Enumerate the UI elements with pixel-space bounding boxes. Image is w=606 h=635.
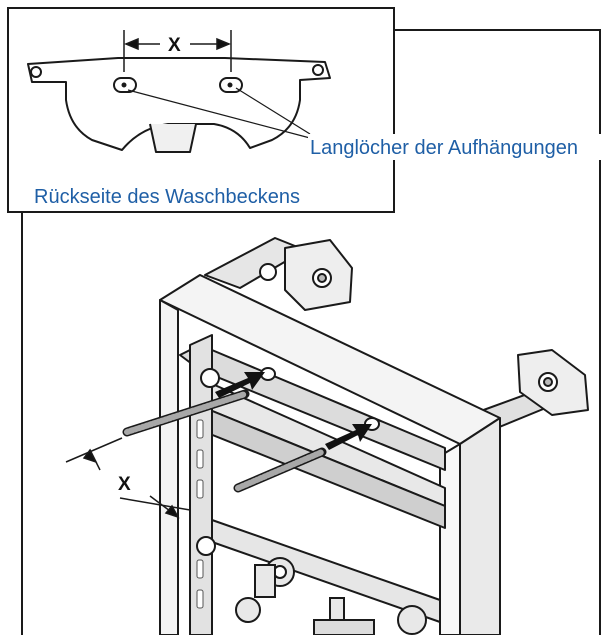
plumbing-fittings <box>235 557 427 635</box>
slot-label: Langlöcher der Aufhängungen <box>310 137 578 159</box>
main-dimension-label: X <box>118 474 131 495</box>
upright-slots <box>196 419 204 609</box>
threaded-rods <box>122 389 327 493</box>
inset-dimension <box>123 30 232 72</box>
arrow-lower-hole <box>325 424 372 450</box>
main-dimension <box>65 437 191 519</box>
arrow-upper-hole <box>215 372 265 398</box>
insertion-arrows <box>215 372 372 450</box>
leader-lines <box>127 87 311 139</box>
drawing-border <box>21 29 601 635</box>
inset-dimension-label: X <box>168 35 181 56</box>
lower-crossbar <box>211 519 441 623</box>
frame-left-post <box>159 299 179 635</box>
inset-box: X <box>7 7 395 213</box>
inset-caption: Rückseite des Waschbeckens <box>34 186 300 208</box>
frame-right-post <box>459 417 501 635</box>
mounting-frame <box>159 237 589 635</box>
